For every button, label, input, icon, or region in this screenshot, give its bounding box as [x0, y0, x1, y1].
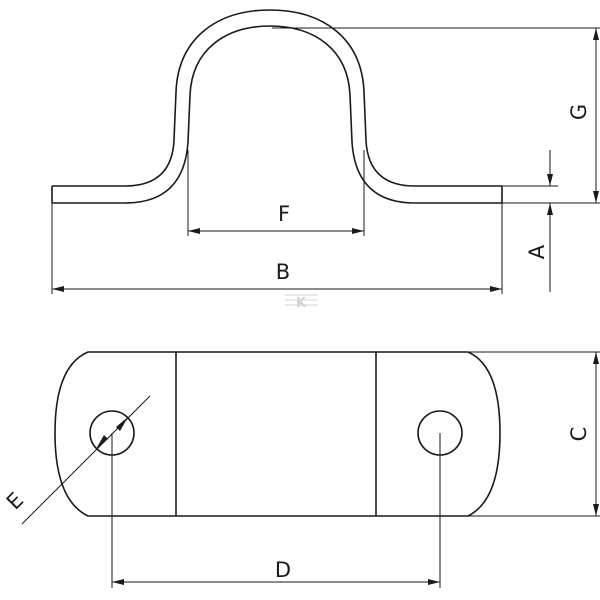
- dim-g-label: G: [567, 104, 591, 120]
- dimension-d: D: [111, 433, 441, 588]
- dim-e-line: [21, 395, 151, 525]
- dim-e-label: E: [2, 488, 28, 514]
- dim-b-label: B: [276, 260, 290, 284]
- bracket-profile-outer: [52, 9, 502, 187]
- dim-d-label: D: [275, 558, 291, 582]
- dimension-e: E: [2, 395, 151, 525]
- dim-d-arrow-left: [112, 579, 124, 585]
- dim-f-label: F: [278, 202, 290, 226]
- top-view: [54, 351, 501, 517]
- dim-g-arrow-top: [593, 28, 599, 40]
- dim-f-arrow-left: [188, 228, 200, 234]
- dimension-c: C: [468, 351, 600, 517]
- dim-d-arrow-right: [428, 579, 440, 585]
- dimension-f: F: [187, 150, 365, 236]
- side-view: [51, 9, 503, 204]
- dim-c-arrow-top: [593, 352, 599, 364]
- dim-e-arrow-upper: [116, 417, 128, 431]
- dimension-b: B: [51, 203, 503, 294]
- dim-b-arrow-left: [52, 286, 64, 292]
- dim-g-arrow-bottom: [593, 191, 599, 203]
- dim-a-arrow-top: [547, 174, 553, 186]
- dimension-a: A: [502, 150, 558, 292]
- dim-c-arrow-bottom: [593, 504, 599, 516]
- dim-a-label: A: [525, 244, 549, 259]
- watermark-letter: K: [296, 296, 307, 311]
- watermark-logo: K: [285, 294, 318, 311]
- dimension-g: G: [272, 27, 600, 204]
- dim-c-label: C: [567, 427, 591, 442]
- dim-a-arrow-bottom: [547, 203, 553, 215]
- dim-b-arrow-right: [490, 286, 502, 292]
- dim-f-arrow-right: [352, 228, 364, 234]
- bracket-profile-inner: [52, 25, 502, 204]
- plate-outline: [54, 351, 501, 517]
- dim-e-arrow-lower: [96, 435, 108, 449]
